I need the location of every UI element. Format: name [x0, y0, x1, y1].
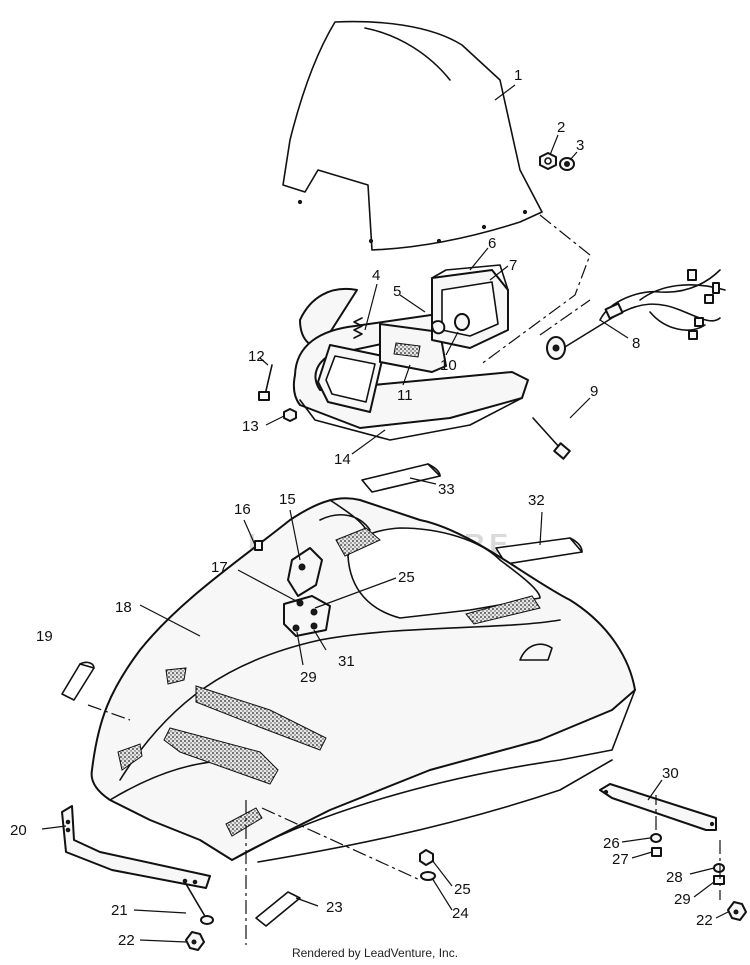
callout-13: 13 — [242, 418, 259, 435]
headlight-rear-housing — [431, 264, 509, 349]
callout-28: 28 — [666, 869, 683, 886]
nut-part-2 — [539, 152, 557, 170]
callout-23: 23 — [326, 899, 343, 916]
footer-credit: Rendered by LeadVenture, Inc. — [291, 946, 459, 960]
nut-part-13 — [283, 408, 297, 422]
callout-5: 5 — [393, 283, 401, 300]
pad-part-23 — [255, 891, 301, 927]
callout-1: 1 — [514, 67, 522, 84]
headlight-housing — [317, 344, 384, 413]
callout-30: 30 — [662, 765, 679, 782]
callout-14: 14 — [334, 451, 351, 468]
callout-20: 20 — [10, 822, 27, 839]
headlight-lens — [379, 323, 447, 373]
callout-3: 3 — [576, 137, 584, 154]
clip-part-22-left — [185, 931, 205, 951]
clip-part-22-right — [727, 901, 747, 921]
hood-latch-bracket — [283, 547, 331, 637]
callout-25-lower: 25 — [454, 881, 471, 898]
callout-22-right: 22 — [696, 912, 713, 929]
callout-12: 12 — [248, 348, 265, 365]
bolt-part-21 — [185, 883, 214, 925]
screw-part-9 — [532, 417, 571, 460]
screw-part-12 — [258, 364, 273, 401]
callout-31: 31 — [338, 653, 355, 670]
callout-32: 32 — [528, 492, 545, 509]
pad-part-19 — [61, 661, 95, 701]
washer-part-3 — [559, 157, 575, 171]
callout-33: 33 — [438, 481, 455, 498]
windshield — [282, 20, 543, 251]
callout-27: 27 — [612, 851, 629, 868]
hood — [90, 497, 636, 863]
callout-25-hood: 25 — [398, 569, 415, 586]
callout-9: 9 — [590, 383, 598, 400]
callout-2: 2 — [557, 119, 565, 136]
callout-16: 16 — [234, 501, 251, 518]
callout-10: 10 — [440, 357, 457, 374]
spring-part-4 — [353, 317, 363, 339]
wiring-harness — [546, 269, 726, 360]
callout-6: 6 — [488, 235, 496, 252]
callout-7: 7 — [509, 257, 517, 274]
callout-21: 21 — [111, 902, 128, 919]
assembly-lines — [87, 214, 721, 945]
washer-part-28 — [713, 863, 725, 873]
nut-part-24-25 — [419, 849, 436, 881]
callout-29-right: 29 — [674, 891, 691, 908]
callout-22-left: 22 — [118, 932, 135, 949]
washer-part-26 — [650, 833, 662, 843]
callout-18: 18 — [115, 599, 132, 616]
callout-17: 17 — [211, 559, 228, 576]
callout-15: 15 — [279, 491, 296, 508]
front-bracket-left — [61, 805, 211, 889]
callout-24: 24 — [452, 905, 469, 922]
leader-lines — [41, 84, 729, 943]
callout-4: 4 — [372, 267, 380, 284]
callout-labels: 1 2 3 4 5 6 7 8 9 10 11 12 13 14 15 16 1… — [10, 67, 713, 949]
front-bracket-right — [599, 783, 717, 831]
callout-11: 11 — [397, 387, 413, 404]
nut-part-27 — [651, 847, 662, 857]
callout-26: 26 — [603, 835, 620, 852]
bolt-part-16 — [254, 540, 263, 551]
pad-part-33 — [361, 463, 441, 493]
nut-part-29-right — [713, 875, 725, 885]
callout-8: 8 — [632, 335, 640, 352]
callout-19: 19 — [36, 628, 53, 645]
callout-29-hood: 29 — [300, 669, 317, 686]
